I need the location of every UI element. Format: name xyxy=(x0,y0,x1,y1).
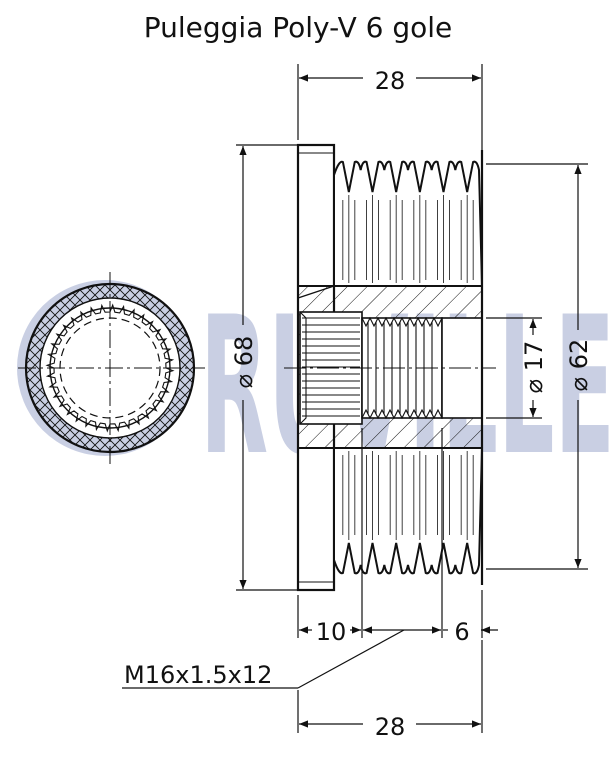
thread-crest-top xyxy=(361,316,443,328)
dim-outer-diameter: ⌀ 68 xyxy=(230,336,258,389)
grooves-bottom xyxy=(333,447,484,575)
pulley-end-view xyxy=(18,272,205,464)
grooves-top xyxy=(333,160,484,287)
dim-top-length: 28 xyxy=(375,67,406,95)
spline-teeth xyxy=(45,303,175,433)
pulley-side-view xyxy=(284,143,496,592)
dim-bottom-length: 28 xyxy=(375,713,406,741)
dim-thread-length: 6 xyxy=(454,618,469,646)
spline-tooth-profile xyxy=(45,303,175,433)
dimension-lines xyxy=(122,64,588,733)
thread-spec-label: M16x1.5x12 xyxy=(124,661,272,689)
thread-crest-bottom xyxy=(361,408,443,420)
dim-spline-length: 10 xyxy=(316,618,347,646)
drawing-title: Puleggia Poly-V 6 gole xyxy=(144,11,453,44)
dim-bore-diameter: ⌀ 17 xyxy=(520,341,548,394)
dim-groove-diameter: ⌀ 62 xyxy=(565,339,593,392)
